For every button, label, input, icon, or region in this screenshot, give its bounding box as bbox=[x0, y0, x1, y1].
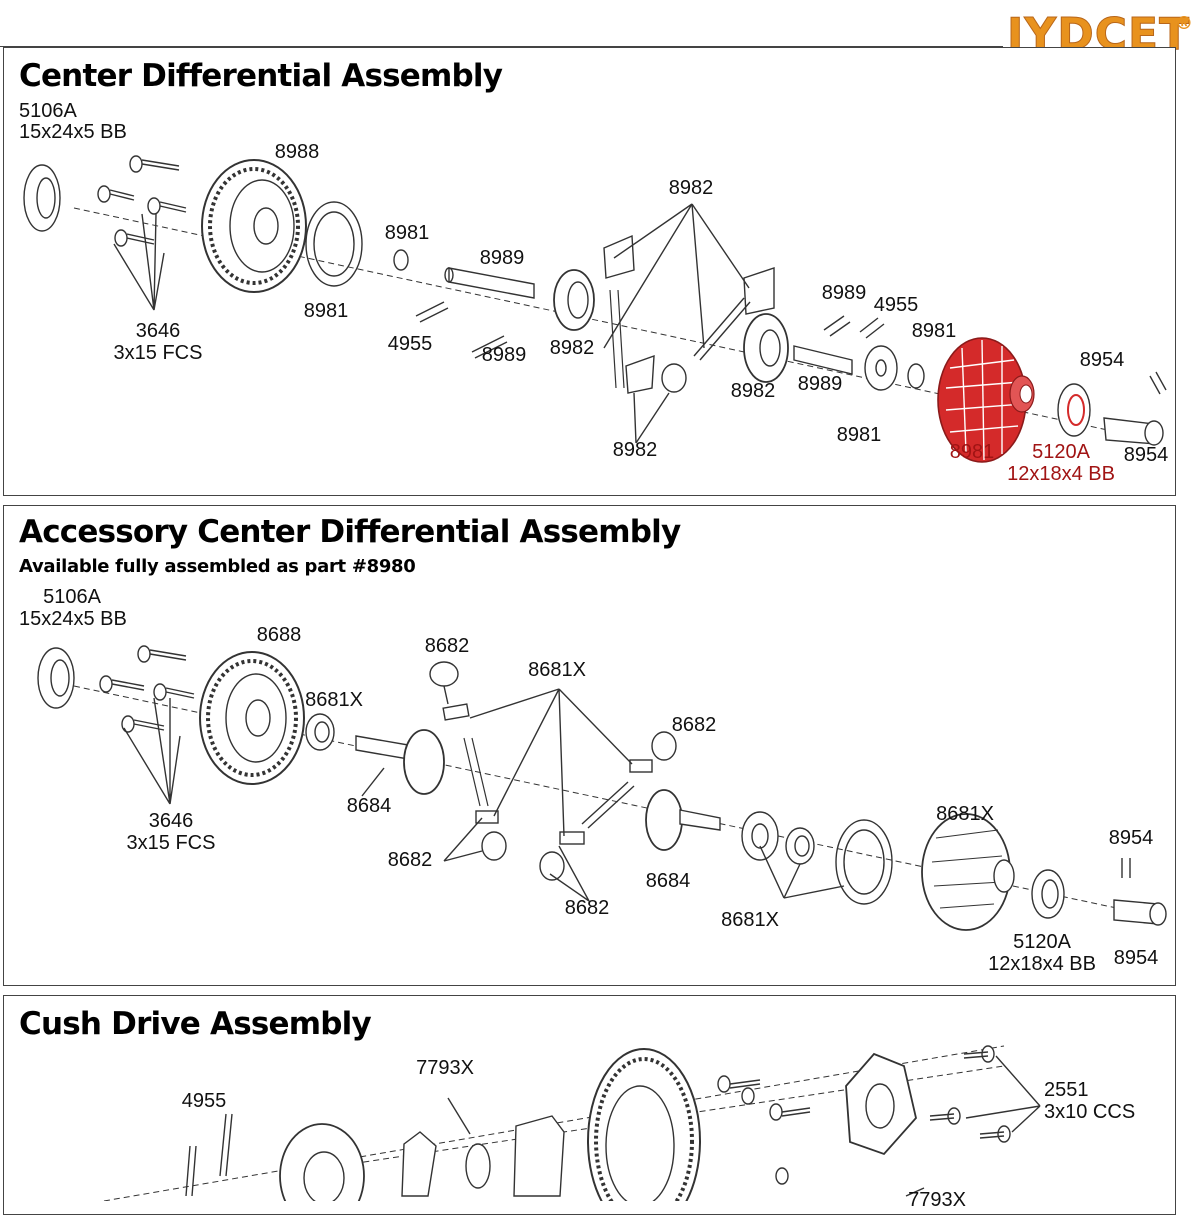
label-8682-top: 8682 bbox=[424, 635, 470, 657]
label-7793x-bottom: 7793X bbox=[908, 1189, 966, 1211]
label-8682-bottom-right: 8682 bbox=[564, 897, 610, 919]
label-4955-left: 4955 bbox=[387, 333, 433, 355]
label-8981-oring: 8981 bbox=[384, 222, 430, 244]
label-8954-coupler: 8954 bbox=[1123, 444, 1169, 466]
label-5106a: 5106A bbox=[19, 100, 77, 122]
label-8681x-seal: 8681X bbox=[305, 689, 363, 711]
label-8681x-housing: 8681X bbox=[936, 803, 994, 825]
label-8989-pin-left: 8989 bbox=[481, 344, 527, 366]
label-8989-shaft-right: 8989 bbox=[797, 373, 843, 395]
center-diff-drawing bbox=[23, 155, 1167, 463]
label-8954-coupler: 8954 bbox=[1113, 947, 1159, 969]
label-8684-right: 8684 bbox=[645, 870, 691, 892]
label-8682-right: 8682 bbox=[671, 714, 717, 736]
label-8981-gasket: 8981 bbox=[303, 300, 349, 322]
label-3646: 3646 bbox=[148, 810, 194, 832]
label-8988: 8988 bbox=[274, 141, 320, 163]
label-8681x-blocks: 8681X bbox=[528, 659, 586, 681]
label-5106a: 5106A bbox=[43, 586, 101, 608]
label-8954-pin: 8954 bbox=[1079, 349, 1125, 371]
label-8981-oring-right: 8981 bbox=[911, 320, 957, 342]
center-diff-title: Center Differential Assembly bbox=[19, 58, 503, 94]
label-3646-desc: 3x15 FCS bbox=[126, 832, 216, 854]
accessory-diff-title: Accessory Center Differential Assembly bbox=[19, 514, 681, 550]
label-5106a-desc: 15x24x5 BB bbox=[19, 608, 127, 630]
label-8954-pin: 8954 bbox=[1108, 827, 1154, 849]
label-8681x-washers: 8681X bbox=[721, 909, 779, 931]
label-8981-washer: 8981 bbox=[836, 424, 882, 446]
label-8981-housing: 8981 bbox=[949, 441, 995, 463]
cush-drive-drawing bbox=[103, 1045, 1041, 1201]
cush-drive-title: Cush Drive Assembly bbox=[19, 1006, 372, 1042]
label-8982-top: 8982 bbox=[668, 177, 714, 199]
label-8684-left: 8684 bbox=[346, 795, 392, 817]
label-4955-right: 4955 bbox=[873, 294, 919, 316]
label-8989-pin-right: 8989 bbox=[821, 282, 867, 304]
label-8982-side-left: 8982 bbox=[549, 337, 595, 359]
label-7793x: 7793X bbox=[416, 1057, 474, 1079]
label-3646-desc: 3x15 FCS bbox=[113, 342, 203, 364]
cush-drive-panel: Cush Drive Assembly bbox=[3, 995, 1176, 1215]
accessory-diff-subtitle: Available fully assembled as part #8980 bbox=[19, 556, 416, 577]
label-5120a: 5120A bbox=[1013, 931, 1071, 953]
label-8688: 8688 bbox=[256, 624, 302, 646]
label-3646: 3646 bbox=[135, 320, 181, 342]
label-4955: 4955 bbox=[181, 1090, 227, 1112]
label-8982-side-right: 8982 bbox=[730, 380, 776, 402]
label-5106a-desc: 15x24x5 BB bbox=[19, 121, 127, 143]
label-2551-desc: 3x10 CCS bbox=[1044, 1101, 1136, 1123]
label-5120a: 5120A bbox=[1032, 441, 1090, 463]
registered-mark: ® bbox=[1175, 13, 1193, 34]
center-diff-panel: Center Differential Assembly bbox=[3, 47, 1176, 496]
label-8982-bottom: 8982 bbox=[612, 439, 658, 461]
label-8682-bottom-left: 8682 bbox=[387, 849, 433, 871]
label-5120a-desc: 12x18x4 BB bbox=[988, 953, 1096, 975]
label-2551: 2551 bbox=[1044, 1079, 1089, 1101]
accessory-diff-drawing bbox=[37, 645, 1167, 931]
label-5120a-desc: 12x18x4 BB bbox=[1007, 463, 1115, 485]
label-8989-shaft-left: 8989 bbox=[479, 247, 525, 269]
accessory-diff-panel: Accessory Center Differential Assembly A… bbox=[3, 505, 1176, 986]
header-rule bbox=[0, 46, 1003, 47]
highlighted-housing bbox=[937, 337, 1035, 463]
